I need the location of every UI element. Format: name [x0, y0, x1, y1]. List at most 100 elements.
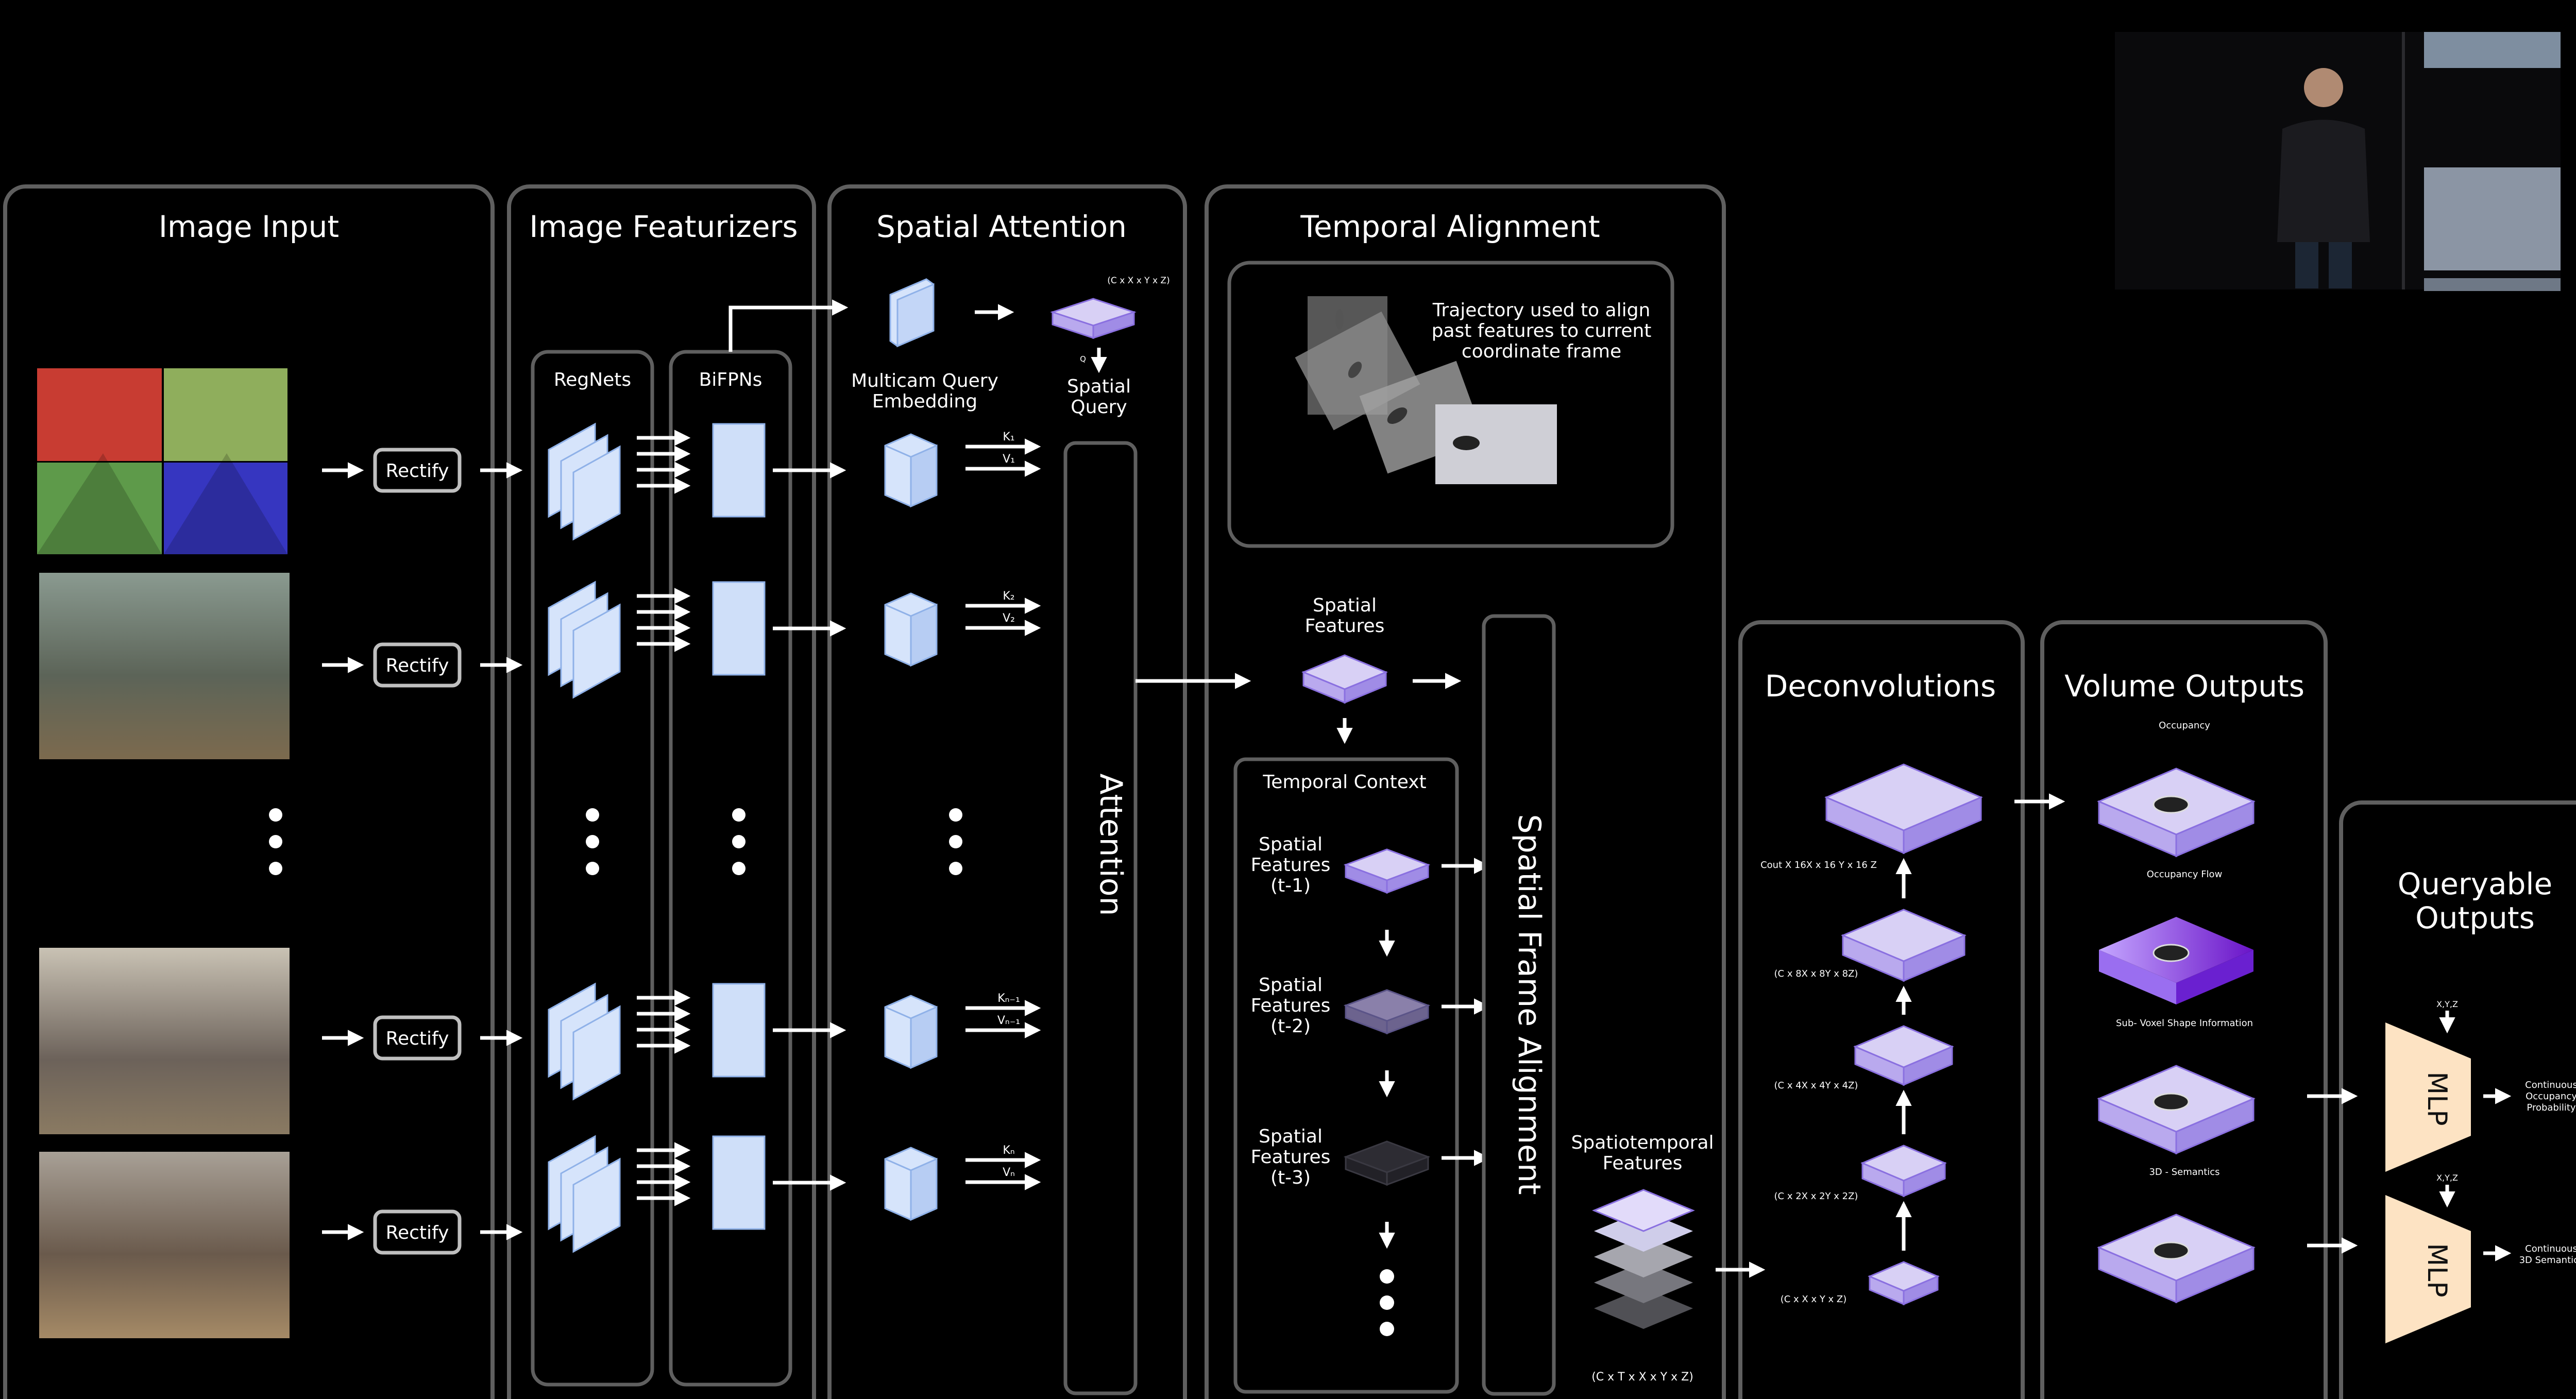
- deconv-label-1x: (C x X x Y x Z): [1781, 1294, 1847, 1305]
- rectify-box: [373, 448, 462, 493]
- regnets-label: RegNets: [554, 369, 631, 390]
- spatial-frame-alignment-block: [1482, 614, 1556, 1396]
- panel-title-queryable-line-2: Outputs: [2415, 900, 2535, 935]
- panel-title-volume-outputs: Volume Outputs: [2064, 669, 2304, 704]
- panel-title-image-featurizers: Image Featurizers: [529, 209, 798, 244]
- deconv-voxel-level: [1824, 763, 1983, 855]
- rectify-box: [373, 642, 462, 688]
- mlp-label-1: MLP: [2421, 1071, 2452, 1125]
- spatial-query-dims: (C x X x Y x Z): [1107, 276, 1170, 286]
- mlp-label-2: MLP: [2421, 1243, 2452, 1297]
- key-label: K₁: [1003, 431, 1014, 443]
- camera-image-n: [39, 1152, 290, 1338]
- regnet-to-bifpn-arrows: [637, 588, 691, 652]
- deconv-voxel-level: [1841, 909, 1967, 982]
- spatiotemporal-label-line-2: Features: [1603, 1153, 1683, 1174]
- rectify-label: Rectify: [386, 460, 449, 482]
- spatial-features-voxel: [1301, 654, 1388, 704]
- vehicle-icon: [2153, 795, 2190, 814]
- spatial-frame-alignment-label: Spatial Frame Alignment: [1511, 814, 1547, 1195]
- temporal-features-label: Features: [1251, 1147, 1331, 1168]
- panel-title-deconvolutions: Deconvolutions: [1765, 669, 1996, 704]
- deconv-label-out: Cout X 16X x 16 Y x 16 Z: [1760, 860, 1877, 871]
- regnet-stack: [548, 422, 621, 541]
- image-embedding-cube: [884, 995, 938, 1069]
- temporal-feature-voxel: [1343, 1140, 1431, 1186]
- trajectory-text-line-2: past features to current: [1432, 320, 1652, 342]
- camera-image-multispectral: [37, 368, 287, 554]
- deconv-voxel-level: [1853, 1025, 1954, 1086]
- mlp-block-1: [2385, 1022, 2471, 1172]
- query-q-label: Q: [1080, 354, 1086, 364]
- image-embedding-cube: [884, 1147, 938, 1221]
- xyz-label-1: X,Y,Z: [2436, 999, 2458, 1009]
- regnet-stack: [548, 982, 621, 1101]
- panel-title-temporal-alignment: Temporal Alignment: [1300, 209, 1600, 244]
- trajectory-text-line-3: coordinate frame: [1462, 341, 1621, 362]
- value-label: V₂: [1003, 612, 1015, 625]
- presenter-head: [2304, 68, 2343, 107]
- cont-occ-line-2: Occupancy: [2526, 1091, 2576, 1102]
- temporal-features-label: Features: [1251, 855, 1331, 876]
- cont-sem-line-1: Continuous: [2525, 1243, 2576, 1254]
- bifpn-block: [712, 983, 766, 1078]
- panel-title-image-input: Image Input: [159, 209, 339, 244]
- volume-output-voxel: [2097, 1065, 2256, 1155]
- rectify-box: [373, 1015, 462, 1061]
- semantics-label: 3D - Semantics: [2149, 1167, 2219, 1178]
- deconv-label-2x: (C x 2X x 2Y x 2Z): [1774, 1191, 1858, 1202]
- temporal-spatial-label: Spatial: [1259, 1126, 1323, 1147]
- value-label: Vₙ: [1003, 1166, 1015, 1179]
- ellipsis-regnets: [586, 808, 599, 875]
- spatiotemporal-voxel-stack: [1592, 1189, 1695, 1329]
- spatial-features-label-line-2: Features: [1305, 616, 1385, 637]
- bifpn-block: [712, 1135, 766, 1230]
- spatial-query-voxel: [1050, 298, 1137, 339]
- key-label: K₂: [1003, 590, 1014, 603]
- ellipsis-cameras: [269, 808, 282, 875]
- temporal-spatial-label: Spatial: [1259, 834, 1323, 855]
- spatial-query-label-line-1: Spatial: [1067, 376, 1131, 397]
- key-label: Kₙ₋₁: [997, 992, 1020, 1005]
- volume-output-voxel: [2097, 767, 2256, 858]
- presenter-body: [2277, 120, 2370, 242]
- multicam-query-label-line-2: Embedding: [872, 391, 977, 412]
- temporal-spatial-label: Spatial: [1259, 975, 1323, 996]
- volume-output-voxel: [2099, 917, 2253, 1004]
- ellipsis-kv: [949, 808, 962, 875]
- panel-title-spatial-attention: Spatial Attention: [876, 209, 1127, 244]
- vehicle-icon: [2153, 1093, 2190, 1111]
- deconv-label-8x: (C x 8X x 8Y x 8Z): [1774, 968, 1858, 979]
- subvoxel-label: Sub- Voxel Shape Information: [2116, 1018, 2253, 1029]
- xyz-label-2: X,Y,Z: [2436, 1173, 2458, 1183]
- ellipsis-temporal: [1380, 1269, 1394, 1336]
- volume-output-voxel: [2097, 1214, 2256, 1304]
- trajectory-frames-illustration: [1295, 296, 1557, 484]
- vehicle-icon: [2153, 944, 2190, 962]
- bifpns-label: BiFPNs: [699, 369, 762, 390]
- rectify-label: Rectify: [386, 1222, 449, 1243]
- trajectory-text-line-1: Trajectory used to align: [1432, 300, 1651, 321]
- key-label: Kₙ: [1003, 1144, 1014, 1157]
- value-label: V₁: [1003, 453, 1015, 466]
- spatial-query-label-line-2: Query: [1071, 397, 1127, 418]
- attention-block: [1063, 441, 1138, 1395]
- panel-title-queryable-line-1: Queryable: [2398, 866, 2552, 901]
- vehicle-icon: [2153, 1241, 2190, 1260]
- image-embedding-cube: [884, 592, 938, 667]
- temporal-context-box: [1233, 757, 1459, 1394]
- temporal-time-label: (t-3): [1270, 1167, 1311, 1188]
- rectify-label: Rectify: [386, 1028, 449, 1049]
- regnet-stack: [548, 1135, 621, 1253]
- multicam-query-label-line-1: Multicam Query: [851, 370, 998, 391]
- deconv-voxel-level: [1860, 1145, 1947, 1198]
- spatiotemporal-dims: (C x T x X x Y x Z): [1591, 1371, 1693, 1384]
- rectify-box: [373, 1209, 462, 1255]
- ellipsis-bifpns: [732, 808, 745, 875]
- spatial-features-label-line-1: Spatial: [1313, 595, 1377, 616]
- rectify-label: Rectify: [386, 655, 449, 676]
- camera-image-n-minus-1: [39, 948, 290, 1134]
- occupancy-flow-label: Occupancy Flow: [2147, 869, 2223, 880]
- temporal-time-label: (t-1): [1270, 875, 1311, 896]
